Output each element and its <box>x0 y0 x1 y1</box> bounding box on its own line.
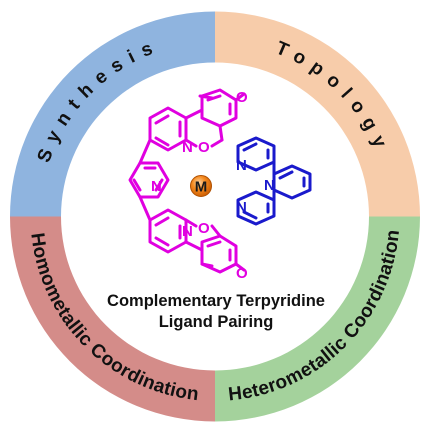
atom-n-blue-upper: N <box>236 157 247 174</box>
atom-o-upper: O <box>198 139 210 156</box>
atom-n-blue-lower: N <box>236 199 247 216</box>
topology-segment <box>215 11 420 217</box>
homometallic-segment <box>10 216 215 422</box>
blue-terpyridine-ligand <box>236 136 312 226</box>
magenta-terpyridine-ligand <box>128 88 246 274</box>
atom-o-lower: O <box>198 220 210 237</box>
atom-o-bottom: O <box>236 265 248 282</box>
metal-label: M <box>195 179 208 196</box>
synthesis-segment <box>10 11 215 217</box>
metal-center <box>190 175 212 197</box>
atom-n-lower: N <box>182 223 193 240</box>
caption-line-2: Ligand Pairing <box>159 313 274 331</box>
atom-n-upper: N <box>182 139 193 156</box>
heterometallic-segment <box>215 216 420 422</box>
atom-n-central: N <box>151 178 162 195</box>
atom-n-blue-central: N <box>264 177 275 194</box>
atom-o-top: O <box>236 89 248 106</box>
caption-line-1: Complementary Terpyridine <box>107 292 325 310</box>
